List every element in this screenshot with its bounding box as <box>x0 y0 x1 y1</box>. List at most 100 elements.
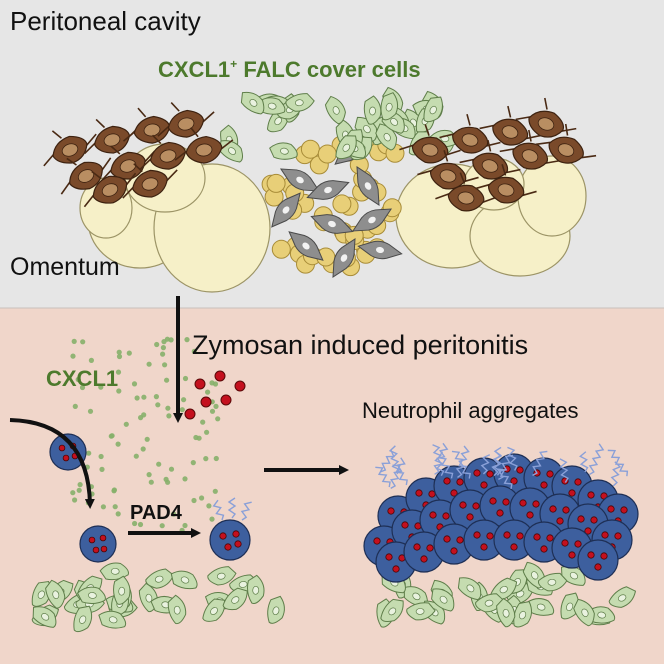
aggregate-neutrophil <box>493 519 535 561</box>
neutrophil-granule <box>92 546 100 554</box>
neutrophil-granule <box>486 470 494 478</box>
cxcl1-dot <box>98 453 104 460</box>
cover-cell-icon <box>380 92 399 121</box>
lymphoid-cell-icon <box>271 239 291 259</box>
cover-cell-icon <box>335 135 357 160</box>
cxcl1-dot <box>72 403 78 409</box>
cover-cell-nucleus <box>617 594 627 602</box>
neutrophil-body <box>577 539 619 581</box>
cxcl1-dot <box>164 377 170 383</box>
extracellular-trap-icon <box>240 501 252 521</box>
extracellular-trap-icon <box>493 446 503 476</box>
cxcl1-dot <box>190 460 196 466</box>
cxcl1-dot <box>213 403 219 409</box>
cover-cell-nucleus <box>231 596 240 604</box>
cover-cell-icon <box>608 586 637 608</box>
extracellular-trap-icon <box>497 468 513 489</box>
cxcl1-dot <box>77 482 83 488</box>
zymosan-particle <box>200 396 212 408</box>
neutrophil-aggregates-label: Neutrophil aggregates <box>362 398 579 423</box>
neutrophil-granule <box>99 534 107 542</box>
gray-cell-icon <box>351 208 393 232</box>
neutrophil-granule <box>590 516 598 524</box>
neutrophil-granule <box>466 513 474 521</box>
stromal-cell-icon <box>174 127 234 164</box>
cover-cell-icon <box>73 605 93 633</box>
cover-cell-nucleus <box>173 605 181 615</box>
cover-cell-nucleus <box>388 607 397 616</box>
cxcl1-dot <box>146 361 152 367</box>
neutrophil-granule <box>489 497 497 505</box>
cover-cells-label-prefix: CXCL1 <box>158 57 231 83</box>
neutrophil-granule <box>456 478 464 486</box>
gray-cell-nucleus <box>328 220 336 228</box>
cxcl1-dot <box>126 350 132 356</box>
cover-cell-icon <box>76 586 106 605</box>
neutrophil-granule <box>385 553 393 561</box>
neutrophil-granule <box>532 500 540 508</box>
neutrophil-granule <box>516 466 524 474</box>
stromal-cell-icon <box>60 157 112 195</box>
neutrophil-granule <box>587 491 595 499</box>
neutrophil-granule <box>540 481 548 489</box>
cover-cell-icon <box>526 598 555 616</box>
cxcl1-dot <box>112 504 118 510</box>
cxcl1-dot <box>70 353 76 359</box>
cxcl1-dot <box>182 375 189 382</box>
cover-cell-nucleus <box>369 106 376 116</box>
extracellular-trap-icon <box>507 446 518 471</box>
gray-cell-nucleus <box>368 216 376 224</box>
gray-cell-icon <box>310 214 354 234</box>
cover-cell-icon <box>537 572 568 592</box>
stromal-cell-icon <box>459 139 521 180</box>
cover-cells-label: CXCL1+ FALC cover cells <box>158 58 421 81</box>
cover-cell-nucleus <box>280 147 289 155</box>
cxcl1-dot <box>213 455 219 462</box>
cover-cell-nucleus <box>415 608 425 615</box>
cxcl1-dot <box>181 397 187 403</box>
lymphoid-cell-icon <box>332 194 352 214</box>
cover-cells-label-suffix: FALC cover cells <box>237 57 421 83</box>
cover-cell-icon <box>380 598 404 623</box>
cover-cell-nucleus <box>383 133 391 142</box>
lymphoid-cell-icon <box>266 173 286 193</box>
cxcl1-dot <box>111 488 117 494</box>
neutrophil-granule <box>568 489 576 497</box>
cxcl1-dot <box>123 421 129 427</box>
neutrophil-granule <box>587 551 595 559</box>
cover-cell-nucleus <box>52 590 60 600</box>
neutrophil-granule <box>473 531 481 539</box>
gray-cell-nucleus <box>282 206 290 214</box>
cover-cell-nucleus <box>518 610 527 620</box>
neutrophil-granule <box>574 478 582 486</box>
neutrophil-granule <box>607 505 615 513</box>
cxcl1-dot <box>199 495 205 501</box>
cxcl1-dot <box>182 522 188 529</box>
gray-cell-icon <box>288 231 324 261</box>
cxcl1-dot <box>146 472 152 478</box>
gray-cell-nucleus <box>324 186 332 194</box>
cxcl1-dot <box>144 436 150 442</box>
cover-cell-icon <box>145 568 175 589</box>
zymosan-label: Zymosan induced peritonitis <box>192 330 529 360</box>
cover-cell-nucleus <box>88 592 97 599</box>
neutrophil-granule <box>373 537 381 545</box>
stromal-cell-nucleus <box>457 191 475 205</box>
cover-cell-nucleus <box>272 606 280 616</box>
cxcl1-dot <box>116 349 122 355</box>
cxcl1-dot <box>79 384 86 391</box>
stromal-cell-icon <box>122 107 182 144</box>
cxcl1-dot <box>206 503 212 509</box>
stromal-cell-icon <box>435 172 497 212</box>
neutrophil-granule <box>568 551 576 559</box>
cxcl1-dot <box>116 388 122 394</box>
cover-cell-icon <box>167 594 187 625</box>
cxcl1-dot <box>205 389 211 395</box>
stromal-cell-nucleus <box>461 133 479 147</box>
stromal-cell-nucleus <box>439 169 457 183</box>
stromal-cell-icon <box>122 163 178 199</box>
extracellular-trap-icon <box>607 449 629 477</box>
cover-cell-icon <box>170 570 198 590</box>
extracellular-trap-icon <box>390 457 406 489</box>
cxcl1-dot <box>134 395 140 401</box>
